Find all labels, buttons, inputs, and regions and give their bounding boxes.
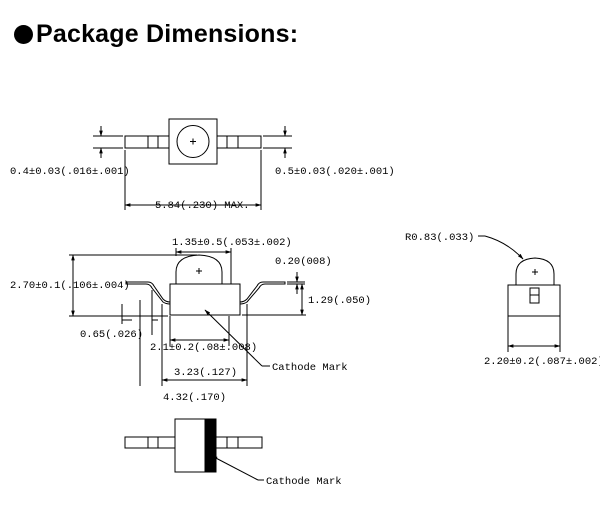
side-view-right-lead (239, 281, 286, 305)
top-view (93, 118, 292, 210)
side-view-left-lead (125, 281, 171, 305)
bottom-view-right-lead (215, 436, 263, 449)
side-view (69, 248, 306, 386)
end-view-width: 2.20±0.2(.087±.002) (484, 356, 600, 368)
bullet-icon (14, 25, 33, 44)
bottom-view-cathode-mark: Cathode Mark (266, 476, 342, 488)
top-view-overall-length: 5.84(.230) MAX. (155, 200, 250, 212)
top-view-lead-width-left: 0.4±0.03(.016±.001) (10, 166, 130, 178)
side-view-overall-width: 4.32(.170) (163, 392, 226, 404)
side-view-lead-thickness: 0.20(008) (275, 256, 332, 268)
top-view-lens (176, 125, 210, 158)
bottom-view-cathode-band (204, 418, 217, 473)
side-view-body-width: 2.1±0.2(.08±.008) (150, 342, 257, 354)
end-view-body (507, 284, 561, 317)
side-view-lead-offset: 0.65(.026) (80, 329, 143, 341)
end-view-radius: R0.83(.033) (405, 232, 474, 244)
page-title: Package Dimensions: (36, 20, 299, 48)
side-view-lens-width: 1.35±0.5(.053±.002) (172, 237, 292, 249)
section-heading: Package Dimensions: (14, 20, 298, 49)
top-view-right-lead (216, 135, 262, 149)
top-view-left-lead (124, 135, 170, 149)
end-view (478, 235, 561, 352)
bottom-view (124, 418, 264, 481)
side-view-overall-height: 2.70±0.1(.106±.004) (10, 280, 130, 292)
side-view-lead-span: 3.23(.127) (174, 367, 237, 379)
side-view-cathode-mark: Cathode Mark (272, 362, 348, 374)
end-view-lens (515, 257, 555, 285)
bottom-view-left-lead (124, 436, 176, 449)
top-view-lead-width-right: 0.5±0.03(.020±.001) (275, 166, 395, 178)
side-view-lens (175, 254, 223, 284)
side-view-body-height: 1.29(.050) (308, 295, 371, 307)
